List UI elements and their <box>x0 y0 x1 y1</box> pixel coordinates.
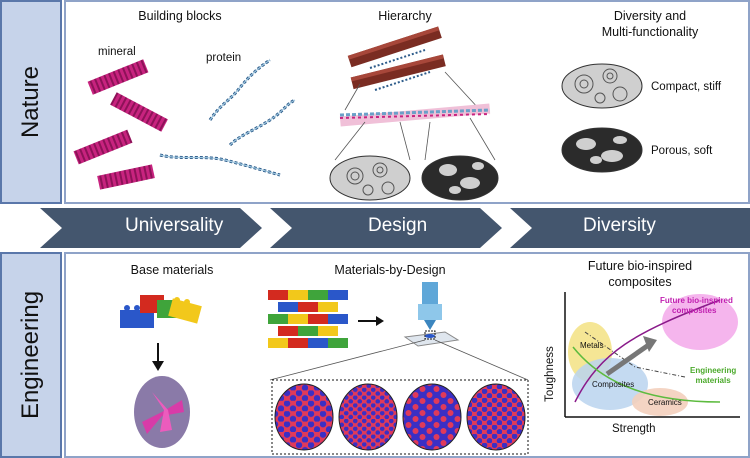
chart-future-label-line2: composites <box>672 306 717 315</box>
diversity-title-line2: Multi-functionality <box>601 25 699 39</box>
chart-engineering-label: Engineering materials <box>690 366 736 386</box>
chart-engineering-label-line2: materials <box>695 376 731 385</box>
ashby-chart <box>564 292 740 418</box>
protein-chains-illustration <box>159 58 296 177</box>
mineral-rod <box>73 129 133 165</box>
chart-future-label: Future bio-inspired composites <box>660 296 733 316</box>
compact-stiff-label: Compact, stiff <box>651 81 722 93</box>
lego-blocks-illustration <box>120 295 202 328</box>
banner-universality: Universality <box>125 215 224 236</box>
porous-soft-ellipse <box>561 127 643 173</box>
composite-sample-illustration <box>134 376 190 448</box>
mineral-rod <box>110 92 168 132</box>
pattern-sample <box>274 383 334 451</box>
pattern-sample <box>402 383 462 451</box>
3d-printer-illustration <box>403 282 460 347</box>
materials-by-design-title: Materials-by-Design <box>334 263 446 277</box>
future-composites-title-line1: Future bio-inspired <box>587 259 693 273</box>
mineral-rod <box>87 59 149 95</box>
chart-metals-label: Metals <box>580 341 604 350</box>
hierarchy-title: Hierarchy <box>378 9 432 23</box>
nature-label-box: Nature <box>0 0 62 204</box>
porous-bone-ellipse <box>421 155 499 201</box>
right-arrow-icon <box>358 316 384 326</box>
engineering-label: Engineering <box>17 290 44 420</box>
engineering-label-box: Engineering <box>0 252 62 458</box>
process-banner <box>40 208 750 248</box>
diversity-title-line1: Diversity and <box>613 9 687 23</box>
protein-label: protein <box>206 52 242 64</box>
down-arrow-icon <box>152 343 164 371</box>
future-composites-title-line2: composites <box>608 275 672 289</box>
mineral-rods-illustration <box>73 59 168 190</box>
chart-composites-label: Composites <box>592 380 635 389</box>
compact-bone-ellipse <box>329 155 411 201</box>
pattern-samples <box>271 379 529 455</box>
hierarchy-illustration <box>329 26 499 201</box>
zoom-lines <box>269 339 529 381</box>
banner-diversity: Diversity <box>583 215 656 236</box>
pattern-sample <box>466 383 526 451</box>
base-materials-title: Base materials <box>130 263 214 277</box>
chart-future-label-line1: Future bio-inspired <box>660 296 733 305</box>
mineral-rod <box>97 164 155 190</box>
building-blocks-title: Building blocks <box>138 9 222 23</box>
porous-soft-label: Porous, soft <box>651 145 713 157</box>
pattern-sample <box>338 383 398 451</box>
chart-engineering-label-line1: Engineering <box>690 366 737 375</box>
chart-x-axis-label: Strength <box>612 423 656 435</box>
banner-design: Design <box>368 215 428 236</box>
brick-wall-illustration <box>268 290 348 348</box>
nature-label: Nature <box>17 65 44 139</box>
compact-stiff-ellipse <box>561 63 643 109</box>
mineral-label: mineral <box>98 46 136 58</box>
chart-ceramics-label: Ceramics <box>648 398 682 407</box>
chart-y-axis-label: Toughness <box>543 346 556 402</box>
